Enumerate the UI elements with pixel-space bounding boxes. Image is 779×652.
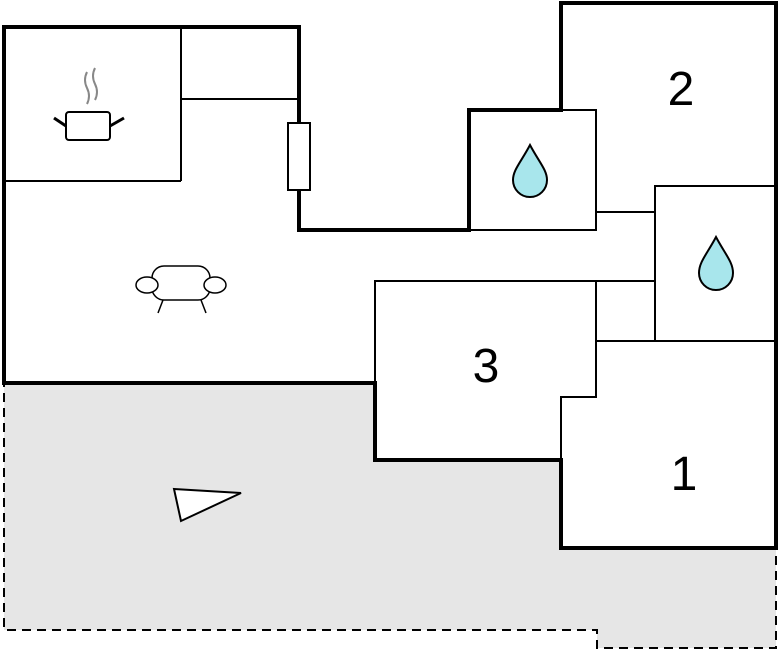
compass-arrow-icon [172,487,242,523]
water-drop-icon [697,234,735,291]
cooking-pot-icon [53,67,125,141]
room-label-2: 2 [668,63,695,116]
living-area-walls [2,1,778,550]
sofa-icon [135,265,227,314]
terrace-area [3,382,777,649]
room-label-1: 1 [671,448,698,501]
bathroom-lower [654,185,777,342]
water-drop-icon [511,142,549,198]
window-element [287,122,311,191]
room-label-3: 3 [473,340,500,393]
